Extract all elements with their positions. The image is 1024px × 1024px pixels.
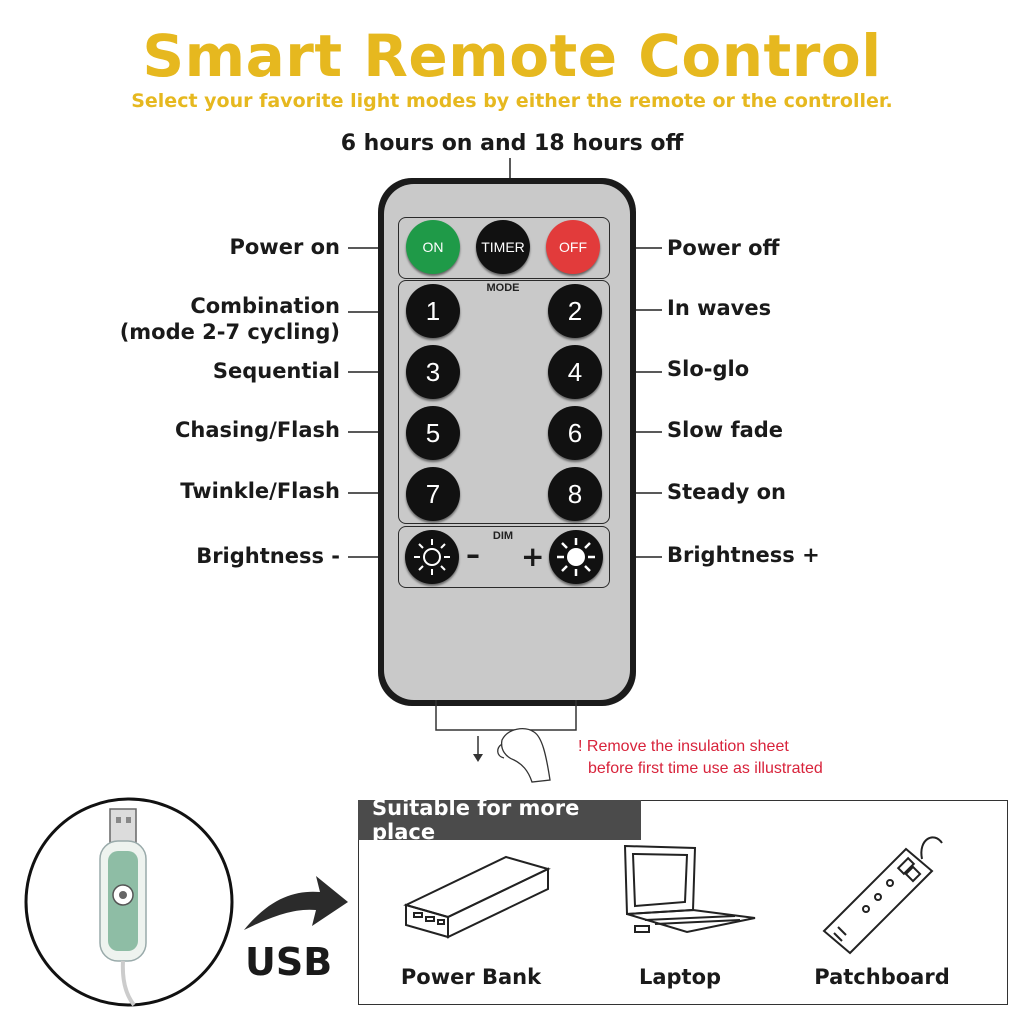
label-chasing-flash: Chasing/Flash <box>174 418 340 442</box>
label-power-off: Power off <box>667 236 780 260</box>
label-sequential: Sequential <box>212 359 340 383</box>
label-in-waves: In waves <box>667 296 772 320</box>
mode-caption: MODE <box>486 282 520 294</box>
dim-panel <box>398 526 610 588</box>
label-brightness-plus: Brightness + <box>667 543 820 567</box>
suitable-places-box <box>358 800 1008 1005</box>
power-bank-icon <box>403 855 551 939</box>
mode-button-6[interactable]: 6 <box>548 406 602 460</box>
dim-caption: DIM <box>492 530 514 542</box>
label-slow-fade: Slow fade <box>667 418 784 442</box>
sun-filled-icon <box>557 538 595 576</box>
label-twinkle-flash: Twinkle/Flash <box>180 479 340 503</box>
mode-button-2[interactable]: 2 <box>548 284 602 338</box>
label-steady-on: Steady on <box>667 480 786 504</box>
sun-outline-icon <box>414 539 450 575</box>
timer-button[interactable]: TIMER <box>476 220 530 274</box>
place-laptop: Laptop <box>638 965 722 989</box>
mode-button-7[interactable]: 7 <box>406 467 460 521</box>
power-panel <box>398 217 610 279</box>
label-slo-glo: Slo-glo <box>667 357 750 381</box>
label-combination-detail: (mode 2-7 cycling) <box>119 320 340 344</box>
timer-description: 6 hours on and 18 hours off <box>340 131 684 156</box>
insulation-sheet-illustration <box>435 700 577 783</box>
mode-button-8[interactable]: 8 <box>548 467 602 521</box>
laptop-icon <box>623 844 756 934</box>
place-power-bank: Power Bank <box>400 965 542 989</box>
usb-label: USB <box>245 940 333 984</box>
mode-button-1[interactable]: 1 <box>406 284 460 338</box>
label-brightness-minus: Brightness - <box>196 544 340 568</box>
arrow-icon <box>244 876 348 930</box>
dim-plus-sign: + <box>521 540 545 573</box>
label-power-on: Power on <box>229 235 340 259</box>
dim-minus-sign: – <box>466 538 480 571</box>
on-button[interactable]: ON <box>406 220 460 274</box>
place-patchboard: Patchboard <box>814 965 950 989</box>
label-combination: Combination <box>190 294 340 318</box>
patchboard-icon <box>822 836 943 955</box>
mode-button-5[interactable]: 5 <box>406 406 460 460</box>
brightness-down-button[interactable] <box>405 530 459 584</box>
suitable-places-header: Suitable for more place <box>358 796 641 844</box>
mode-panel <box>398 280 610 524</box>
mode-button-4[interactable]: 4 <box>548 345 602 399</box>
page-subtitle: Select your favorite light modes by eith… <box>131 90 893 112</box>
brightness-up-button[interactable] <box>549 530 603 584</box>
page-title: Smart Remote Control <box>142 22 882 90</box>
mode-button-3[interactable]: 3 <box>406 345 460 399</box>
insulation-note: ! Remove the insulation sheet before fir… <box>578 738 823 777</box>
usb-controller-image <box>24 797 234 1007</box>
off-button[interactable]: OFF <box>546 220 600 274</box>
